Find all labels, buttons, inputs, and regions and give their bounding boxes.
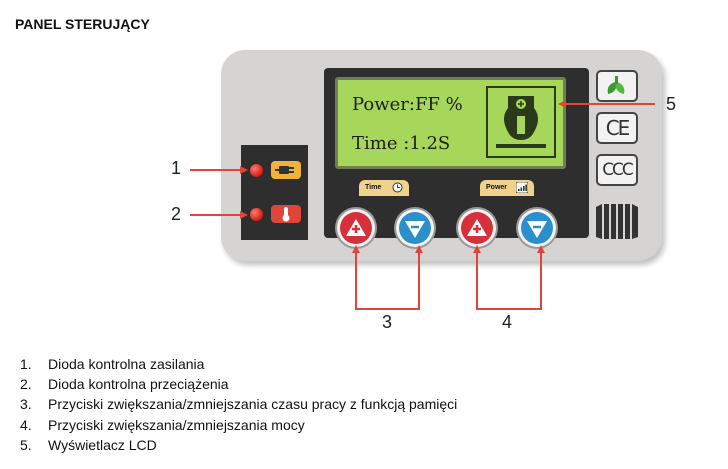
callout-1: 1 xyxy=(171,158,182,178)
thermometer-icon xyxy=(271,205,301,223)
callout-4: 4 xyxy=(502,312,513,332)
signal-bars-icon xyxy=(516,182,528,193)
document-title: PANEL STERUJĄCY xyxy=(15,16,150,32)
power-led xyxy=(250,164,263,177)
plus-triangle-icon xyxy=(467,219,487,236)
legend-text: Dioda kontrolna przeciążenia xyxy=(48,376,229,393)
lcd-display: Power:FF % Time :1.2S xyxy=(335,77,566,169)
legend-text: Wyświetlacz LCD xyxy=(48,436,157,453)
minus-triangle-icon xyxy=(405,221,425,238)
legend-number: 4. xyxy=(20,416,32,433)
legend-number: 3. xyxy=(20,396,32,413)
clock-icon xyxy=(392,182,403,193)
time-decrease-button[interactable] xyxy=(396,209,434,247)
legend-text: Przyciski zwiększania/zmniejszania czasu… xyxy=(48,396,458,413)
legend-number: 5. xyxy=(20,436,32,453)
overload-led xyxy=(250,208,263,221)
legend-item: 3. Przyciski zwiększania/zmniejszania cza… xyxy=(20,394,457,414)
lcd-power-readout: Power:FF % xyxy=(352,94,463,115)
callout-5: 5 xyxy=(666,94,677,114)
ccc-mark: CCC xyxy=(596,154,638,186)
callout-2: 2 xyxy=(171,204,182,224)
legend-item: 4. Przyciski zwiększania/zmniejszania moc… xyxy=(20,415,457,435)
legend-item: 1. Dioda kontrolna zasilania xyxy=(20,354,457,374)
minus-triangle-icon xyxy=(527,221,547,238)
legend-text: Przyciski zwiększania/zmniejszania mocy xyxy=(48,416,305,433)
ccc-mark-text: CCC xyxy=(602,160,634,180)
lcd-time-readout: Time :1.2S xyxy=(352,133,451,154)
ce-mark: CE xyxy=(596,112,638,144)
plus-triangle-icon xyxy=(346,219,366,236)
legend-item: 2. Dioda kontrolna przeciążenia xyxy=(20,374,457,394)
legend-list: 1. Dioda kontrolna zasilania 2. Dioda kont… xyxy=(20,354,457,455)
power-decrease-button[interactable] xyxy=(518,209,556,247)
plug-icon xyxy=(271,161,301,179)
legend-text: Dioda kontrolna zasilania xyxy=(48,356,205,372)
power-tag: Power xyxy=(480,180,534,196)
led-indicator-box xyxy=(241,145,308,240)
eco-cert-badge xyxy=(596,70,638,102)
welding-tool-icon xyxy=(486,86,556,158)
time-tag-label: Time xyxy=(365,184,382,191)
ventilation-grill-icon xyxy=(594,201,640,241)
plug-leaf-icon xyxy=(607,76,625,94)
callout-3: 3 xyxy=(382,312,393,332)
power-increase-button[interactable] xyxy=(458,209,496,247)
time-increase-button[interactable] xyxy=(337,209,375,247)
legend-number: 1. xyxy=(20,356,32,372)
ce-mark-text: CE xyxy=(605,116,631,140)
power-tag-label: Power xyxy=(486,184,508,191)
time-tag: Time xyxy=(359,180,409,196)
legend-item: 5. Wyświetlacz LCD xyxy=(20,435,457,455)
legend-number: 2. xyxy=(20,376,32,393)
